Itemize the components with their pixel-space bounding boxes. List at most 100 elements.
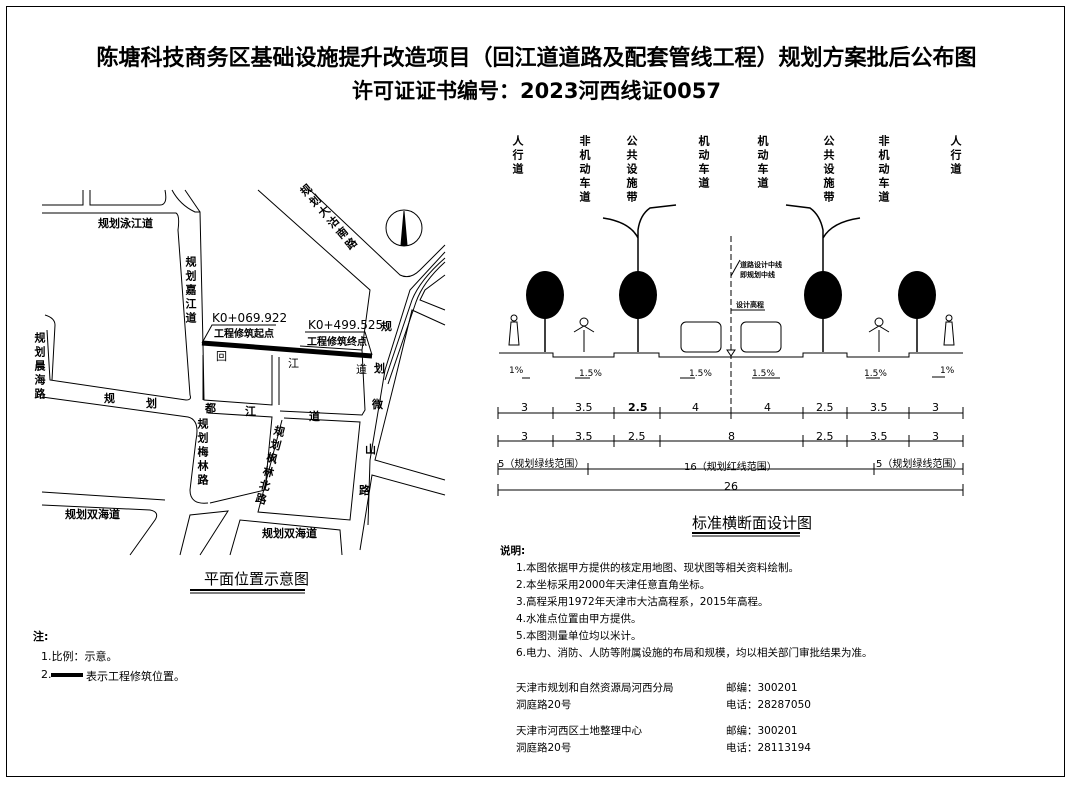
- map-note: 1.比例：示意。: [41, 650, 118, 663]
- map-road-lines: [41, 189, 446, 556]
- map-road-label: 规: [104, 392, 115, 405]
- contact-zip: 邮编：300201: [726, 725, 798, 737]
- map-road-label: 规: [381, 320, 392, 333]
- car-left: [680, 321, 722, 353]
- north-arrow: [385, 209, 423, 247]
- end-label: 工程修筑终点: [307, 337, 367, 348]
- map-road-label: 道: [309, 410, 320, 423]
- lane-label: 非机动车道: [578, 135, 591, 205]
- dim-value: 3.5: [870, 430, 888, 443]
- contact-address: 洞庭路20号: [516, 742, 572, 754]
- contact-org: 天津市规划和自然资源局河西分局: [516, 682, 674, 694]
- permit-number: 许可证证书编号：2023河西线证0057: [352, 79, 721, 103]
- map-road-label: 回: [216, 350, 227, 363]
- dim-value: 2.5: [628, 401, 648, 414]
- dim-value: 3: [521, 430, 528, 443]
- street-lamp-left: [602, 204, 677, 275]
- explanation-item: 5.本图测量单位均以米计。: [516, 630, 642, 642]
- contact-block: 天津市规划和自然资源局河西分局 洞庭路20号: [516, 680, 674, 714]
- centerline-label: 即规划中线: [740, 271, 775, 279]
- dim-value: 16（规划红线范围）: [684, 462, 777, 473]
- map-road-label: 道: [356, 363, 367, 376]
- explanation-item: 4.水准点位置由甲方提供。: [516, 613, 642, 625]
- contact-zip: 邮编：300201: [726, 682, 798, 694]
- contact-address: 洞庭路20号: [516, 699, 572, 711]
- lane-label: 公共设施带: [625, 135, 638, 205]
- map-note: 表示工程修筑位置。: [86, 670, 185, 683]
- map-note: 2.: [41, 668, 52, 681]
- explanation-heading: 说明:: [500, 545, 526, 557]
- explanation-item: 1.本图依据甲方提供的核定用地图、现状图等相关资料绘制。: [516, 562, 800, 574]
- lane-label: 机动车道: [697, 135, 710, 191]
- dim-value: 3.5: [870, 401, 888, 414]
- contact-phone: 电话：28113194: [726, 742, 811, 754]
- trees: [526, 271, 936, 319]
- start-station: K0+069.922: [212, 311, 288, 325]
- north-arrow-needle: [400, 210, 408, 246]
- dim-value: 5（规划绿线范围）: [876, 459, 963, 470]
- end-station: K0+499.525: [308, 318, 384, 332]
- design-elevation-label: 设计高程: [736, 301, 764, 309]
- map-road-label: 江: [288, 357, 299, 370]
- dim-value: 3: [521, 401, 528, 414]
- map-road-label: 都: [205, 402, 216, 415]
- dim-value: 2.5: [816, 401, 834, 414]
- dim-value: 8: [728, 430, 735, 443]
- contact-block: 邮编：300201 电话：28287050: [726, 680, 811, 714]
- drawing-frame: [6, 6, 1065, 777]
- map-road-label: 规划泳江道: [98, 217, 153, 230]
- slope-label: 1.5%: [864, 369, 887, 379]
- start-leader-line: [201, 324, 276, 344]
- slope-label: 1%: [940, 366, 955, 376]
- explanation-item: 3.高程采用1972年天津市大沽高程系，2015年高程。: [516, 596, 769, 608]
- dim-value: 3.5: [575, 401, 593, 414]
- contact-block: 邮编：300201 电话：28113194: [726, 723, 811, 757]
- lane-label: 人行道: [949, 135, 962, 177]
- lane-label: 非机动车道: [877, 135, 890, 205]
- contact-phone: 电话：28287050: [726, 699, 811, 711]
- project-route-highlight: [201, 340, 373, 359]
- map-road-label: 规划晨海路: [33, 332, 46, 402]
- section-caption: 标准横断面设计图: [692, 514, 813, 532]
- lane-label: 人行道: [511, 135, 524, 177]
- street-lamp-right: [785, 204, 861, 275]
- map-road-label: 规划双海道: [262, 527, 317, 540]
- dim-value: 2.5: [628, 430, 646, 443]
- explanation-item: 2.本坐标采用2000年天津任意直角坐标。: [516, 579, 711, 591]
- map-road-label: 路: [359, 484, 370, 497]
- map-caption: 平面位置示意图: [204, 570, 310, 588]
- explanation-item: 6.电力、消防、人防等附属设施的布局和规模，均以相关部门审批结果为准。: [516, 647, 873, 659]
- map-road-label: 山: [365, 443, 376, 456]
- dim-value: 4: [692, 401, 699, 414]
- car-right: [740, 321, 782, 353]
- map-road-label: 微: [372, 398, 383, 411]
- slope-label: 1.5%: [579, 369, 602, 379]
- start-label: 工程修筑起点: [214, 329, 274, 340]
- lane-label: 机动车道: [756, 135, 769, 191]
- map-notes-heading: 注:: [33, 630, 49, 643]
- slope-label: 1.5%: [752, 369, 775, 379]
- map-road-label: 规划双海道: [65, 508, 120, 521]
- map-road-label: 划: [146, 397, 157, 410]
- map-road-label: 划: [374, 362, 385, 375]
- dim-value: 3.5: [575, 430, 593, 443]
- dim-value: 3: [932, 401, 939, 414]
- map-road-label: 江: [245, 405, 256, 418]
- cross-section: [497, 204, 964, 496]
- drawing-title: 陈塘科技商务区基础设施提升改造项目（回江道道路及配套管线工程）规划方案批后公布图: [96, 46, 977, 71]
- lane-label: 公共设施带: [822, 135, 835, 205]
- map-road-label: 规划嘉江道: [184, 256, 197, 326]
- dim-value: 3: [932, 430, 939, 443]
- dim-total: 26: [724, 480, 738, 493]
- contact-block: 天津市河西区土地整理中心 洞庭路20号: [516, 723, 642, 757]
- slope-label: 1%: [509, 366, 524, 376]
- end-leader-line: [305, 331, 373, 356]
- map-road-label: 规划梅林路: [196, 418, 209, 488]
- centerline-label: 道路设计中线: [740, 261, 782, 269]
- dim-value: 2.5: [816, 430, 834, 443]
- slope-label: 1.5%: [689, 369, 712, 379]
- dimension-lines: [497, 407, 964, 496]
- dim-value: 5（规划绿线范围）: [498, 459, 585, 470]
